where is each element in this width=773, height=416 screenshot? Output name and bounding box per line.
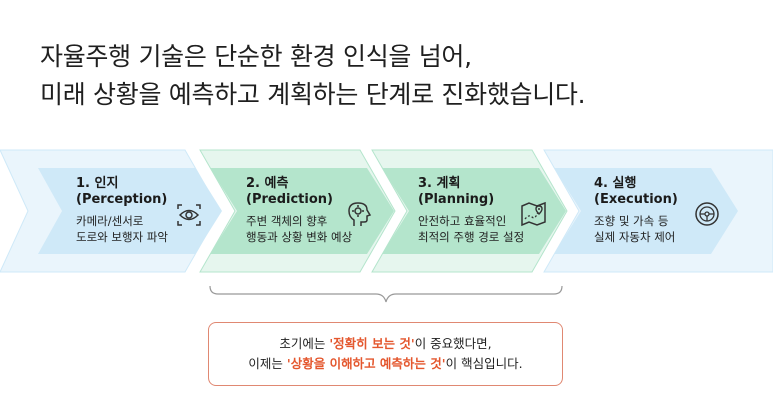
process-flow bbox=[0, 146, 773, 276]
callout-line-2: 이제는 '상황을 이해하고 예측하는 것'이 핵심입니다. bbox=[209, 354, 562, 374]
steering-wheel-icon bbox=[695, 202, 719, 226]
step-desc-line-1: 조향 및 가속 등 bbox=[594, 214, 669, 228]
headline: 자율주행 기술은 단순한 환경 인식을 넘어, 미래 상황을 예측하고 계획하는… bbox=[40, 38, 740, 114]
brace-connector bbox=[209, 285, 563, 303]
step-description: 조향 및 가속 등 실제 자동차 제어 bbox=[594, 213, 678, 245]
step-subtitle: (Execution) bbox=[594, 192, 678, 207]
chevron-planning bbox=[382, 168, 566, 254]
summary-callout: 초기에는 '정확히 보는 것'이 중요했다면, 이제는 '상황을 이해하고 예측… bbox=[208, 322, 563, 386]
callout-text: 이 중요했다면, bbox=[414, 336, 492, 351]
chevron-prediction bbox=[210, 168, 394, 254]
headline-line-2: 미래 상황을 예측하고 계획하는 단계로 진화했습니다. bbox=[40, 80, 586, 109]
step-desc-line-1: 주변 객체의 향후 bbox=[246, 214, 328, 228]
step-desc-line-2: 실제 자동차 제어 bbox=[594, 230, 676, 244]
step-description: 안전하고 효율적인 최적의 주행 경로 설정 bbox=[418, 213, 524, 245]
callout-text: 이 핵심입니다. bbox=[445, 356, 523, 371]
map-route-icon bbox=[521, 201, 546, 227]
head-gear-icon bbox=[348, 202, 372, 226]
callout-highlight: '정확히 보는 것' bbox=[329, 336, 415, 351]
callout-text: 이제는 bbox=[248, 356, 287, 371]
callout-highlight: '상황을 이해하고 예측하는 것' bbox=[286, 356, 446, 371]
step-planning: 3. 계획 (Planning) 안전하고 효율적인 최적의 주행 경로 설정 bbox=[418, 176, 524, 266]
eye-scan-icon bbox=[177, 204, 201, 226]
step-subtitle: (Planning) bbox=[418, 192, 495, 207]
step-desc-line-2: 행동과 상황 변화 예상 bbox=[246, 230, 353, 244]
step-perception: 1. 인지 (Perception) 카메라/센서로 도로와 보행자 파악 bbox=[76, 176, 168, 266]
step-subtitle: (Prediction) bbox=[246, 192, 333, 207]
step-desc-line-2: 최적의 주행 경로 설정 bbox=[418, 230, 525, 244]
step-description: 카메라/센서로 도로와 보행자 파악 bbox=[76, 213, 168, 245]
step-prediction: 2. 예측 (Prediction) 주변 객체의 향후 행동과 상황 변화 예… bbox=[246, 176, 352, 266]
callout-text: 초기에는 bbox=[279, 336, 330, 351]
step-title: 4. 실행 bbox=[594, 176, 637, 191]
step-title: 2. 예측 bbox=[246, 176, 289, 191]
step-title: 1. 인지 bbox=[76, 176, 119, 191]
step-desc-line-2: 도로와 보행자 파악 bbox=[76, 230, 168, 244]
step-title: 3. 계획 bbox=[418, 176, 461, 191]
callout-line-1: 초기에는 '정확히 보는 것'이 중요했다면, bbox=[209, 334, 562, 354]
process-flow-shapes bbox=[0, 149, 773, 273]
step-description: 주변 객체의 향후 행동과 상황 변화 예상 bbox=[246, 213, 352, 245]
step-subtitle: (Perception) bbox=[76, 192, 168, 207]
step-desc-line-1: 안전하고 효율적인 bbox=[418, 214, 507, 228]
chevron-execution bbox=[554, 168, 738, 254]
step-execution: 4. 실행 (Execution) 조향 및 가속 등 실제 자동차 제어 bbox=[594, 176, 678, 266]
chevron-perception bbox=[38, 168, 222, 254]
headline-line-1: 자율주행 기술은 단순한 환경 인식을 넘어, bbox=[40, 42, 472, 71]
step-desc-line-1: 카메라/센서로 bbox=[76, 214, 144, 228]
